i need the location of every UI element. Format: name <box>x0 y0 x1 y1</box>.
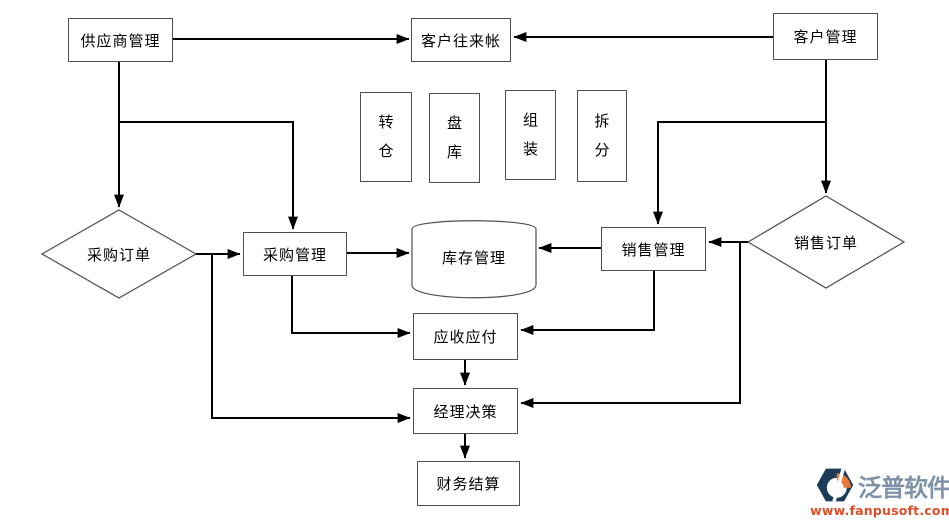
node-sales-order: 销售订单 <box>766 228 886 256</box>
watermark-row: 泛普软件 <box>814 465 949 505</box>
node-transfer-warehouse: 转仓 <box>360 92 412 182</box>
node-manager-decision: 经理决策 <box>413 388 518 434</box>
node-label: 销售订单 <box>793 233 858 252</box>
conn-purchase-mgmt-to-receivable <box>291 276 411 338</box>
node-receivable-payable: 应收应付 <box>413 313 518 360</box>
node-inventory-mgmt: 库存管理 <box>414 243 534 271</box>
node-stock-check: 盘库 <box>429 93 480 183</box>
conn-purchase-order-to-manager-decision <box>211 254 411 423</box>
conn-sales-order-to-manager-decision <box>520 242 741 408</box>
inventory-cylinder <box>411 220 537 299</box>
node-label: 转仓 <box>378 112 394 160</box>
node-label: 销售管理 <box>621 240 686 259</box>
node-label: 财务结算 <box>436 475 501 493</box>
node-assembly: 组装 <box>505 90 556 180</box>
node-purchase-mgmt: 采购管理 <box>243 232 347 276</box>
node-label: 客户往来帐 <box>420 31 501 50</box>
node-sales-mgmt: 销售管理 <box>601 227 706 271</box>
conn-customer-to-sales-mgmt <box>653 121 826 225</box>
brand-name: 泛普软件 <box>858 473 949 502</box>
node-supplier-mgmt: 供应商管理 <box>68 18 173 62</box>
conn-sales-mgmt-to-receivable <box>520 271 655 335</box>
node-label: 供应商管理 <box>80 31 161 50</box>
node-label: 组装 <box>522 110 538 158</box>
node-label: 客户管理 <box>793 28 858 46</box>
node-split: 拆分 <box>577 90 627 182</box>
node-label: 应收应付 <box>433 328 498 346</box>
brand-url: www.fanpusoft.com <box>810 503 949 518</box>
node-label: 经理决策 <box>433 402 498 421</box>
node-label: 盘库 <box>446 113 462 161</box>
fanpu-logo-icon <box>816 468 854 502</box>
conn-supplier-to-purchase-mgmt <box>119 121 298 230</box>
node-financial-settlement: 财务结算 <box>417 461 520 506</box>
node-customer-mgmt: 客户管理 <box>773 13 878 60</box>
logo-slash <box>832 468 845 502</box>
node-customer-accounts: 客户往来帐 <box>411 18 511 62</box>
sales-order-diamond <box>746 195 906 289</box>
node-label: 库存管理 <box>441 248 506 267</box>
node-label: 采购管理 <box>262 245 327 264</box>
node-label: 拆分 <box>594 111 610 159</box>
node-label: 采购订单 <box>86 245 151 264</box>
purchase-order-diamond <box>40 209 198 299</box>
node-purchase-order: 采购订单 <box>59 240 179 268</box>
fanpu-watermark: 泛普软件 www.fanpusoft.com <box>810 465 949 518</box>
